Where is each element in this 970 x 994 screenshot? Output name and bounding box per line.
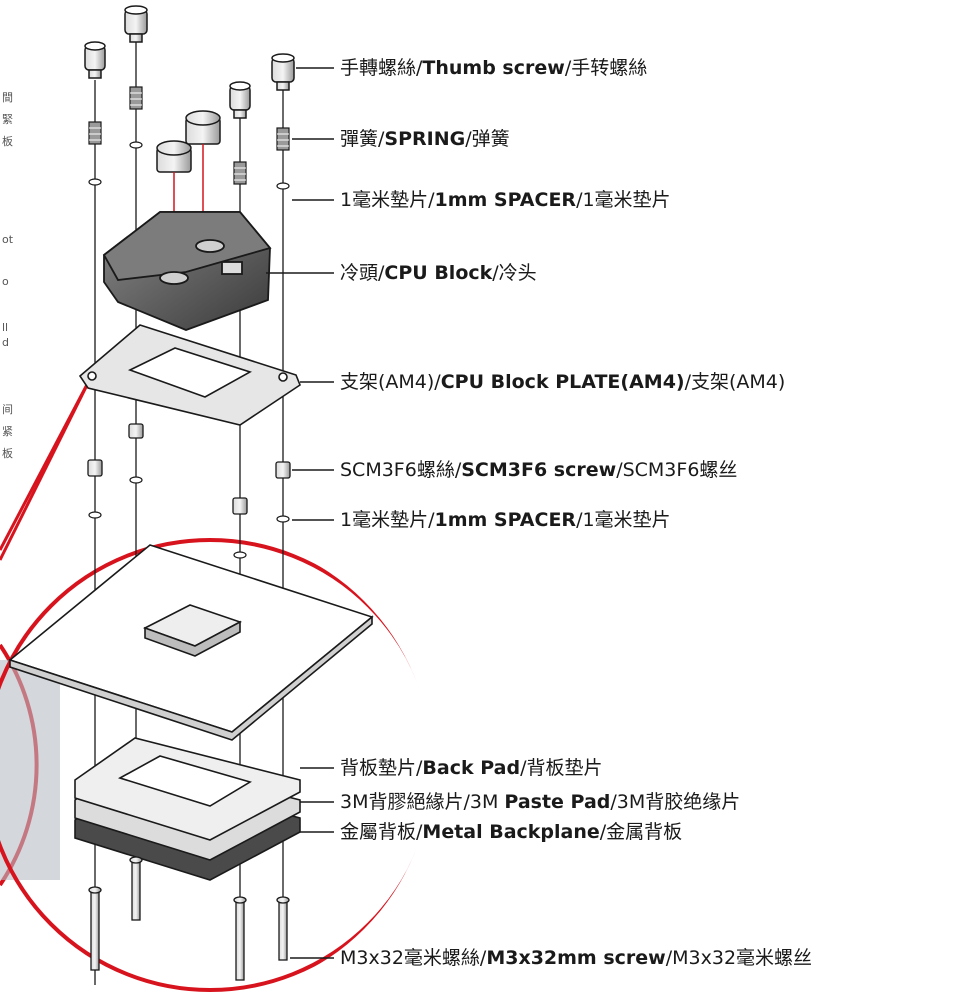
label-m3x32-screw: M3x32毫米螺絲/M3x32mm screw/M3x32毫米螺丝 <box>340 947 813 969</box>
label-spacer-lower: 1毫米墊片/1mm SPACER/1毫米垫片 <box>340 509 671 531</box>
label-spring: 彈簧/SPRING/弹簧 <box>340 128 510 150</box>
cpu-block-plate <box>78 324 301 426</box>
side-text-2: 緊 <box>2 113 13 126</box>
backplate-stack <box>74 737 301 881</box>
cpu-block <box>102 211 272 331</box>
label-paste-pad: 3M背膠絕緣片/3M Paste Pad/3M背胶绝缘片 <box>340 791 741 813</box>
motherboard <box>8 544 374 741</box>
label-metal-backplane: 金屬背板/Metal Backplane/金属背板 <box>340 821 683 843</box>
springs <box>88 86 290 185</box>
side-text-1: 間 <box>2 91 13 104</box>
long-screws <box>88 856 290 981</box>
side-text-4: ot <box>2 233 14 246</box>
label-back-pad: 背板墊片/Back Pad/背板垫片 <box>340 757 603 779</box>
side-text-3: 板 <box>2 135 13 148</box>
fittings <box>156 110 221 275</box>
side-text-9: 紧 <box>2 425 13 438</box>
label-block-plate: 支架(AM4)/CPU Block PLATE(AM4)/支架(AM4) <box>340 371 786 393</box>
side-text-8: 间 <box>2 403 13 416</box>
label-cpu-block: 冷頭/CPU Block/冷头 <box>340 262 537 284</box>
spacers-lower <box>88 476 290 559</box>
side-text-7: d <box>2 336 9 349</box>
zoom-callout <box>0 374 432 992</box>
side-text-10: 板 <box>2 447 13 460</box>
side-text-5: o <box>2 275 9 288</box>
thumb-screws <box>84 5 295 119</box>
label-spacer-top: 1毫米墊片/1mm SPACER/1毫米垫片 <box>340 189 671 211</box>
label-thumb-screw: 手轉螺絲/Thumb screw/手转螺絲 <box>340 57 648 79</box>
standoffs <box>87 423 291 515</box>
side-text-6: ll <box>2 321 9 334</box>
leader-lines <box>266 67 334 959</box>
label-scm3f6-screw: SCM3F6螺絲/SCM3F6 screw/SCM3F6螺丝 <box>340 459 738 481</box>
